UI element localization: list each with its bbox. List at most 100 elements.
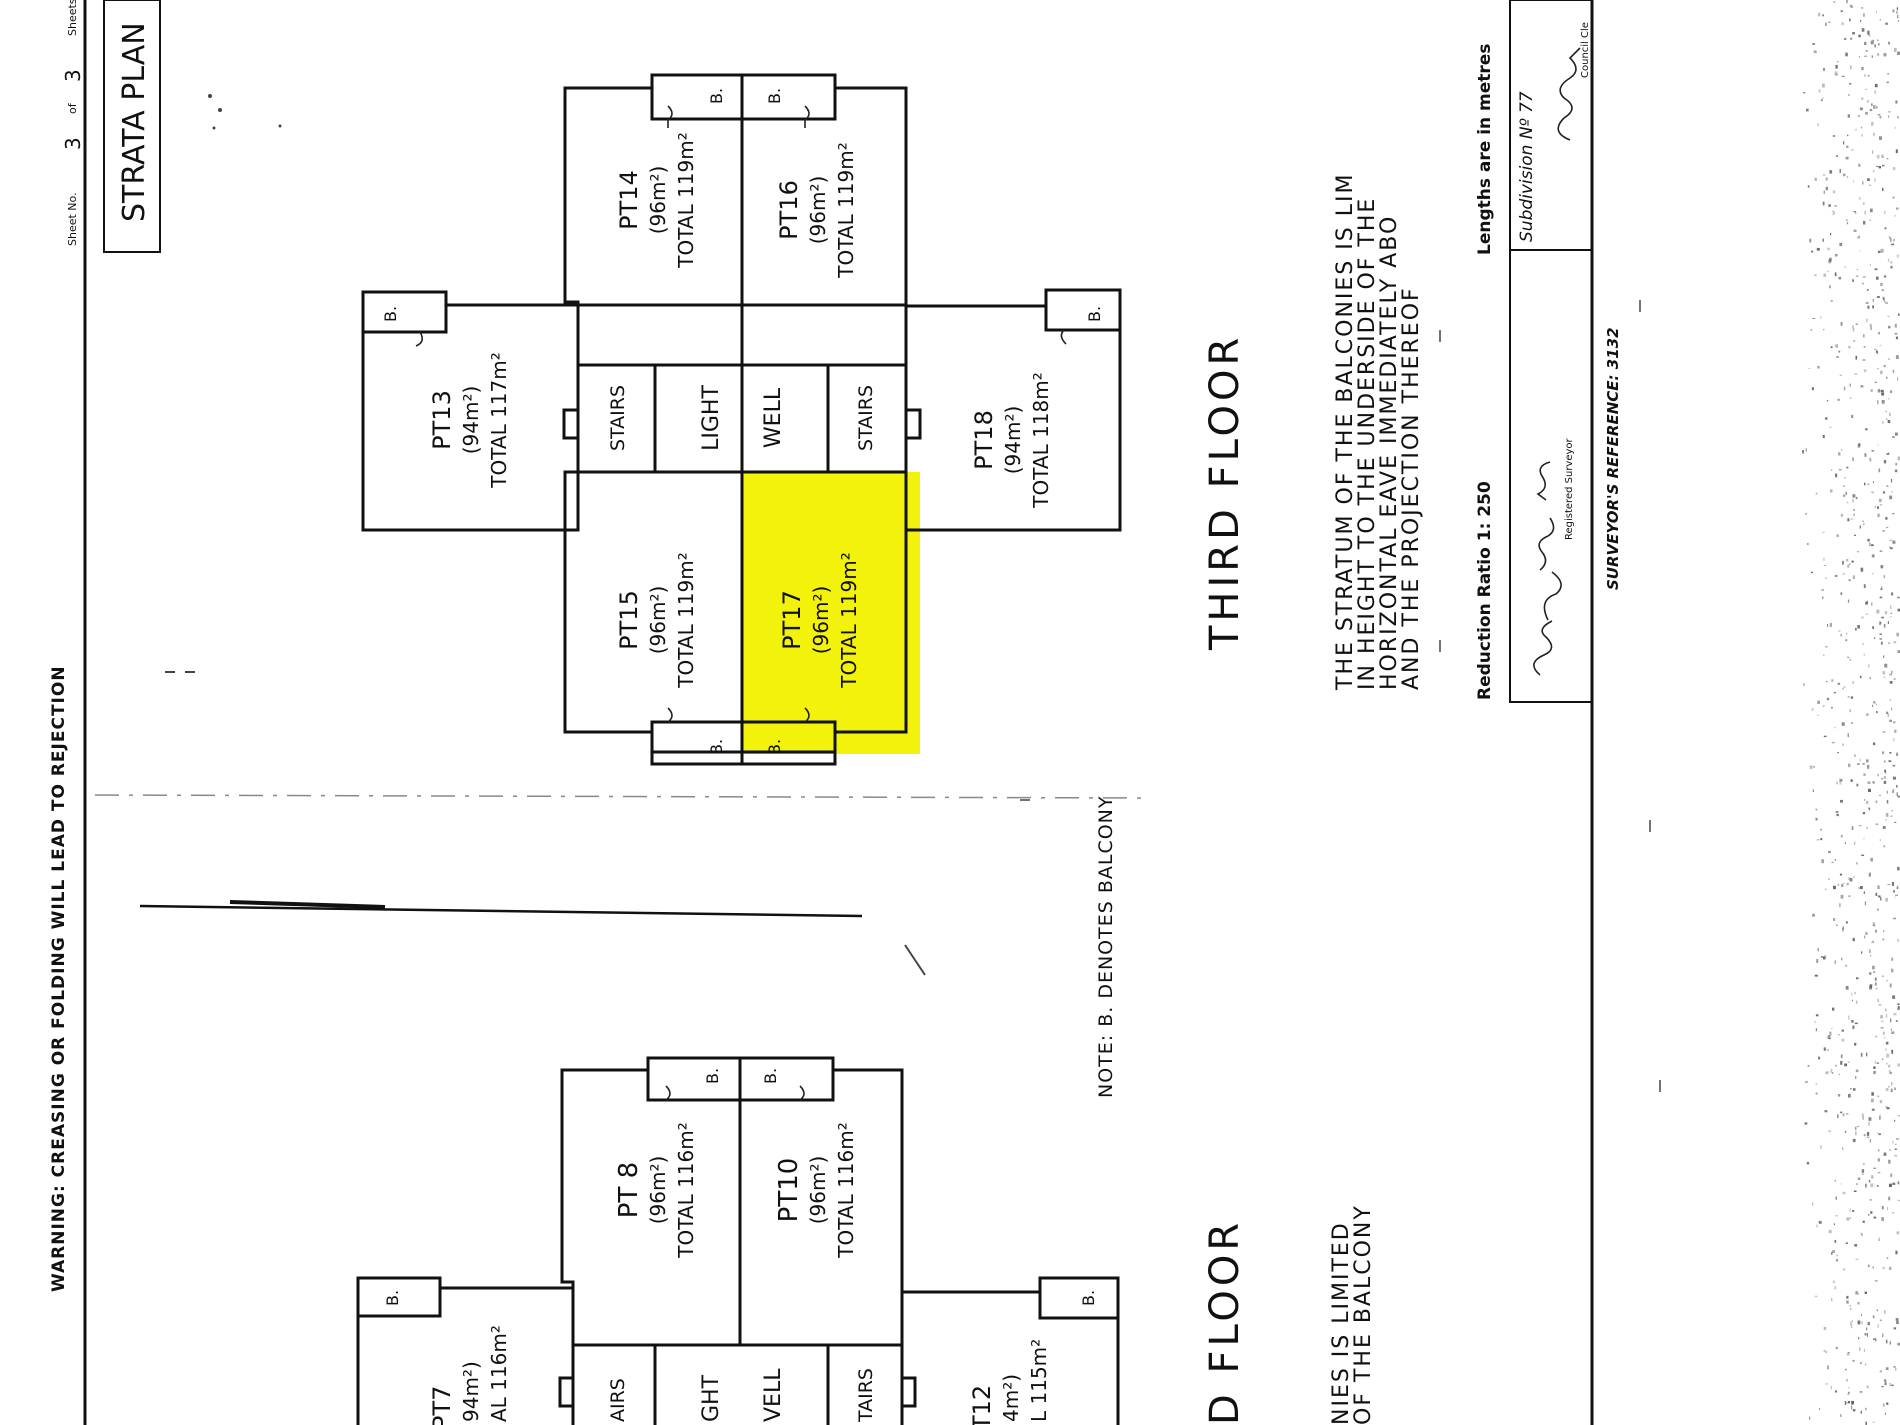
balcony-leader-pt13 [415, 331, 424, 347]
fold-line-top [94, 794, 1151, 799]
pt7-name: PT7 [428, 1386, 456, 1425]
third-floor-well: WELL [761, 387, 786, 448]
third-floor-light: LIGHT [699, 385, 724, 451]
pt13-total: TOTAL 117m² [487, 352, 511, 488]
pt10-balcony-mark: B. [761, 1068, 780, 1084]
pt17-name: PT17 [778, 590, 806, 650]
strata-plan-title-box: STRATA PLAN [103, 0, 161, 253]
lot-pt16: PT16 (96m²) TOTAL 119m² [775, 142, 858, 278]
second-floor-stairs-left: AIRS [607, 1378, 629, 1422]
pt8-balcony [646, 1056, 742, 1102]
pt15-total: TOTAL 119m² [674, 552, 698, 688]
subdivision-label: Subdivision Nº 77 [1517, 91, 1537, 242]
second-floor-pt12-notch [902, 1376, 917, 1408]
title-box-border [103, 0, 161, 253]
pt18-balcony-mark: B. [1085, 306, 1104, 322]
pt14-balcony [650, 73, 744, 121]
fold-line-bottom [139, 904, 863, 918]
pt8-area: (96m²) [646, 1156, 670, 1225]
balcony-leader-pt14 [667, 105, 673, 128]
third-floor-stairs-left: STAIRS [607, 385, 629, 451]
second-floor-stratum-line2: OF THE BALCONY [1351, 1204, 1376, 1425]
pt13-area: (94m²) [459, 386, 483, 455]
pt17-highlight [742, 472, 920, 754]
pt7-area: 94m²) [459, 1361, 483, 1422]
pt16-balcony-mark: B. [765, 88, 784, 104]
pt13-notch [562, 408, 578, 440]
pt14-name: PT14 [615, 170, 643, 230]
title-block: Reduction Ratio 1: 250 Lengths are in me… [1475, 0, 1622, 703]
pt10-total: TOTAL 116m² [834, 1122, 858, 1258]
pt13-name: PT13 [428, 390, 456, 450]
pt8-total: TOTAL 116m² [674, 1122, 698, 1258]
pt15-balcony [650, 720, 744, 766]
pt17-balcony [740, 720, 837, 766]
pt12-name: T12 [968, 1385, 996, 1425]
council-signature [1557, 47, 1581, 141]
sheets-label: Sheets [66, 0, 79, 36]
pt15-balcony-mark: B. [707, 739, 726, 755]
balcony-leader-pt8 [665, 1085, 671, 1101]
pt18-area: (94m²) [1001, 406, 1025, 475]
registered-surveyor-label: Registered Surveyor [1564, 437, 1575, 540]
pt17-balcony-mark: B. [765, 739, 784, 755]
pt10-balcony [738, 1056, 835, 1102]
sheet-number-block: Sheet No. 3 of 3 Sheets [61, 0, 85, 246]
pt17-total: TOTAL 119m² [837, 552, 861, 688]
lengths-label: Lengths are in metres [1475, 44, 1495, 255]
second-floor-stairs-right: TAIRS [855, 1368, 877, 1423]
sheet-no-label: Sheet No. [66, 192, 79, 246]
stratum-note-line2: IN HEIGHT TO THE UNDERSIDE OF THE [1355, 197, 1380, 690]
third-floor-stairs-right: STAIRS [855, 385, 877, 451]
pt12-balcony-mark: B. [1079, 1290, 1098, 1306]
pt13-balcony [361, 290, 448, 334]
of-label: of [66, 102, 79, 114]
lot-pt15: PT15 (96m²) TOTAL 119m² [615, 552, 698, 688]
lot-pt10: PT10 (96m²) TOTAL 116m² [774, 1122, 858, 1258]
lot-pt17: PT17 (96m²) TOTAL 119m² [778, 552, 861, 688]
lot-pt18: PT18 (94m²) TOTAL 118m² [970, 372, 1053, 508]
pt8-balcony-mark: B. [703, 1068, 722, 1084]
sheet-no-value: 3 [61, 137, 85, 150]
surveyor-signature [1533, 461, 1562, 676]
second-floor-well: VELL [761, 1368, 786, 1422]
lot-pt12: T12 4m²) L 115m² [968, 1339, 1051, 1425]
second-floor-light: GHT [699, 1374, 724, 1422]
pt17-area: (96m²) [809, 586, 833, 655]
warning-text: WARNING: CREASING OR FOLDING WILL LEAD T… [49, 665, 69, 1292]
pt13-balcony-mark: B. [381, 306, 400, 322]
second-floor-pt7-notch [558, 1376, 573, 1408]
balcony-leader-pt10 [799, 1085, 805, 1101]
pt16-total: TOTAL 119m² [834, 142, 858, 278]
pt16-name: PT16 [775, 180, 803, 240]
council-label: Council Cle [1580, 22, 1591, 78]
balcony-leader-pt17 [804, 707, 810, 723]
pt18-balcony [1044, 288, 1122, 332]
pt12-total: L 115m² [1027, 1339, 1051, 1422]
pt14-total: TOTAL 119m² [674, 132, 698, 268]
pt10-name: PT10 [774, 1158, 804, 1223]
pt18-total: TOTAL 118m² [1029, 372, 1053, 508]
pt8-name: PT 8 [614, 1162, 644, 1218]
stratum-note-line1: THE STRATUM OF THE BALCONIES IS LIM [1333, 173, 1358, 691]
stratum-note-line4: AND THE PROJECTION THEREOF [1399, 286, 1424, 690]
balcony-leader-pt18 [1060, 329, 1067, 345]
second-floor-stratum-line1: NIES IS LIMITED [1329, 1221, 1354, 1425]
pt18-name: PT18 [970, 410, 998, 470]
lot-pt8: PT 8 (96m²) TOTAL 116m² [614, 1122, 698, 1258]
surveyors-reference: SURVEYOR'S REFERENCE: 3132 [1604, 328, 1622, 591]
of-total-value: 3 [61, 69, 85, 82]
pt7-balcony [356, 1276, 442, 1318]
pt12-balcony [1038, 1276, 1120, 1320]
scribble-line [229, 900, 386, 909]
second-floor-plan: B. B. B. B. PT 8 (96m²) TOTAL 116m² PT10… [356, 1056, 1120, 1425]
signature-box [1509, 0, 1593, 703]
balcony-leader-pt16 [804, 105, 810, 128]
pt15-name: PT15 [615, 590, 643, 650]
balcony-leader-pt15 [667, 707, 673, 723]
lot-pt7: PT7 94m²) AL 116m² [428, 1325, 511, 1425]
scan-artifacts [165, 94, 1661, 1092]
balcony-note: NOTE: B. DENOTES BALCONY [1095, 795, 1117, 1098]
pt12-area: 4m²) [999, 1374, 1023, 1422]
